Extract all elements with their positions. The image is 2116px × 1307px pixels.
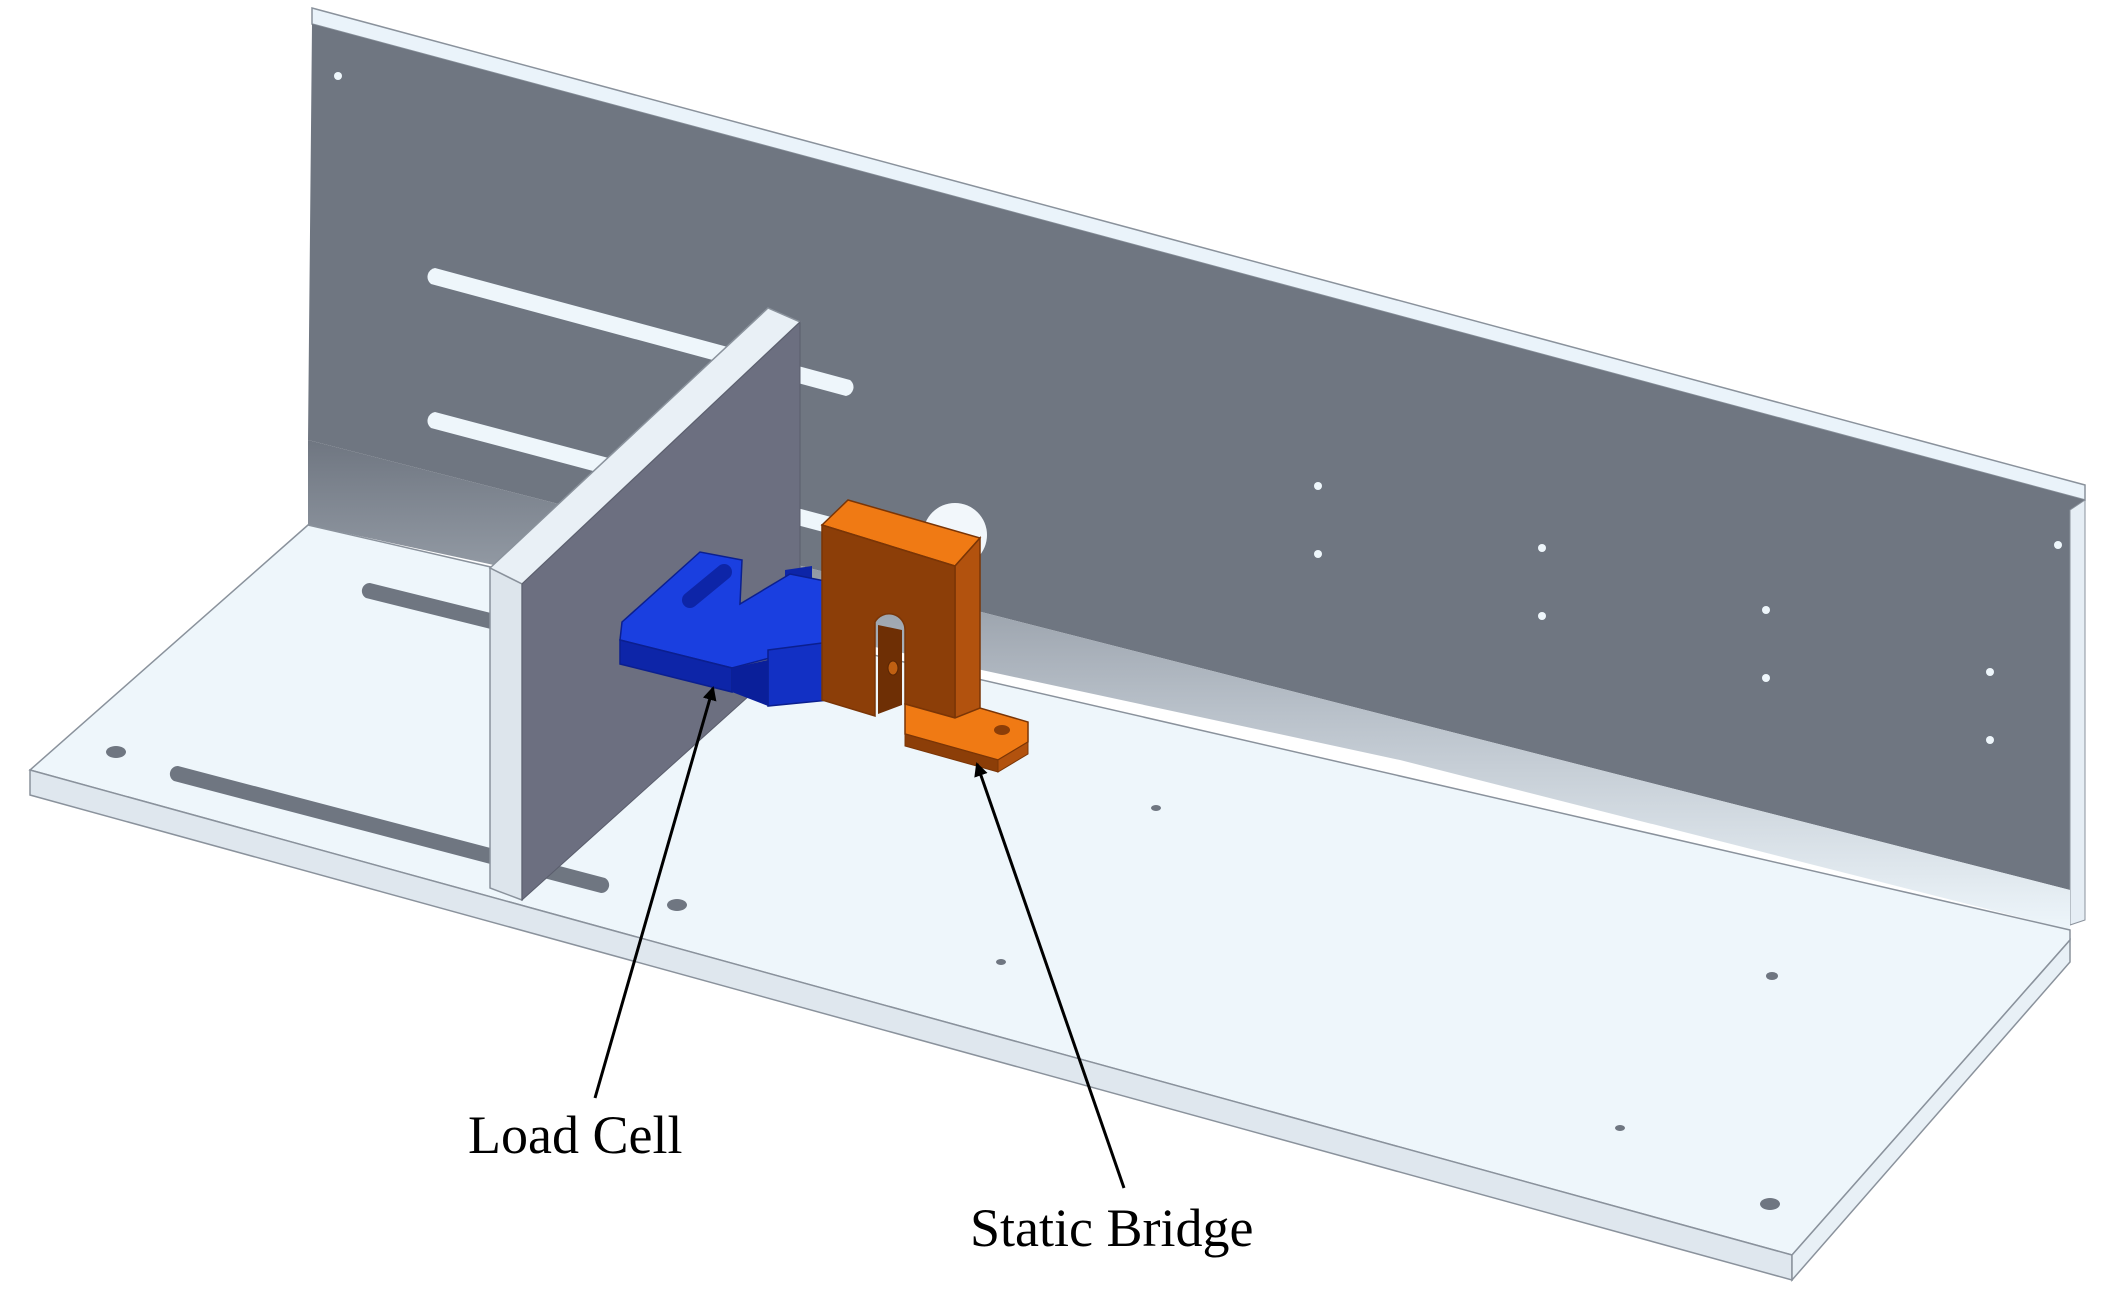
static-bridge-label: Static Bridge — [970, 1198, 1254, 1258]
back-plate-right-edge — [2069, 499, 2086, 926]
static-bridge-part — [820, 499, 1029, 773]
back-plate-face — [308, 24, 2085, 890]
back-plate-holes — [334, 72, 2062, 744]
load-cell-part — [619, 551, 831, 707]
back-plate-slot — [0, 0, 1, 1]
base-plate-holes — [106, 746, 1780, 1210]
base-plate-right-edge — [1791, 938, 2071, 1282]
static-bridge-arrow — [974, 762, 1126, 1189]
load-cell-arrow — [593, 686, 717, 1099]
load-cell-label: Load Cell — [468, 1105, 683, 1165]
divider-plate-side-edge — [489, 566, 523, 902]
